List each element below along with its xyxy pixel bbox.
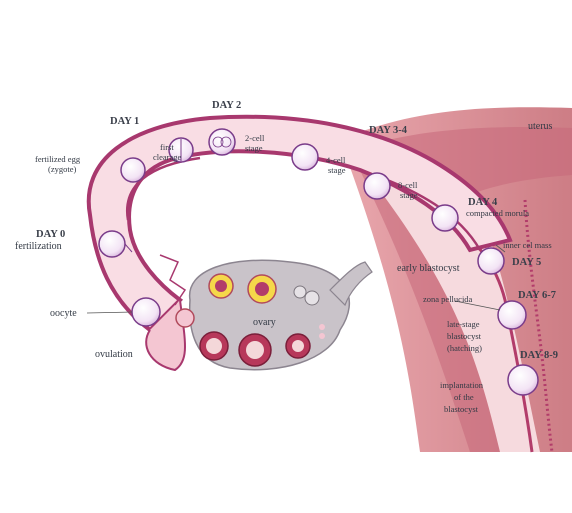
day-0-label: DAY 0 (36, 229, 65, 240)
fertilization-label: fertilization (15, 241, 62, 252)
uterus-label: uterus (528, 121, 553, 132)
cell-8-cell (363, 172, 391, 200)
day-5-label: DAY 5 (512, 257, 541, 268)
8-cell-stage-label: stage (400, 190, 418, 200)
day-8-9-label: DAY 8-9 (520, 350, 558, 361)
cell-first-cleavage (168, 137, 194, 163)
cell-4-cell (291, 143, 319, 171)
zona-pellucida-leader (454, 300, 501, 311)
follicle-gray (293, 285, 320, 306)
first-cleavage-label-1: first (160, 142, 174, 152)
2-cell-stage-label: stage (245, 143, 263, 153)
implantation-label-1: implantation (440, 380, 484, 390)
follicle-red-2 (238, 333, 272, 367)
day-3-4-label: DAY 3-4 (369, 125, 408, 136)
cell-oocyte (131, 297, 161, 327)
fallopian-tube (86, 114, 513, 372)
late-stage-label-1: late-stage (447, 319, 480, 329)
first-cleavage-label-2: clearage (153, 152, 182, 162)
zygote-label: (zygote) (48, 164, 76, 174)
inner-cell-mass-leader (495, 244, 506, 253)
cell-fertilization (98, 230, 133, 258)
compacted-morula-label: compacted morula (466, 208, 529, 218)
follicle-red-1 (199, 331, 229, 361)
implantation-label-2: of the (454, 392, 474, 402)
cell-2-cell (208, 128, 236, 156)
cell-blastocyst-day5 (477, 247, 505, 275)
zona-pellucida-label: zona pellucida (423, 294, 473, 304)
early-blastocyst-label: early blastocyst (397, 263, 460, 274)
8-cell-label: 8-cell (398, 180, 418, 190)
follicle-red-3 (285, 333, 311, 359)
late-stage-label-3: (hatching) (447, 343, 482, 353)
oocyte-leader (86, 311, 133, 314)
follicle-small (319, 324, 325, 339)
ovary-label: ovary (253, 317, 276, 328)
day-1-label: DAY 1 (110, 116, 139, 127)
day-2-label: DAY 2 (212, 100, 241, 111)
follicle-yellow-1 (208, 273, 234, 299)
oocyte-label: oocyte (50, 308, 77, 319)
cell-blastocyst-day89 (507, 364, 539, 396)
ruptured-follicle (175, 308, 195, 328)
day-6-7-label: DAY 6-7 (518, 290, 556, 301)
cell-zygote (120, 157, 146, 183)
late-stage-label-2: blastocyst (447, 331, 482, 341)
follicle-yellow-2 (247, 274, 277, 304)
cell-blastocyst-day67 (497, 300, 527, 330)
2-cell-label: 2-cell (245, 133, 265, 143)
ovulation-label: ovulation (95, 349, 133, 360)
implantation-label-3: blastocyst (444, 404, 479, 414)
day-4-label: DAY 4 (468, 197, 498, 208)
cell-morula (431, 204, 459, 232)
fertilized-egg-label: fertilized egg (35, 154, 81, 164)
inner-cell-mass-label: inner cel mass (503, 240, 552, 250)
4-cell-label: 4-cell (326, 155, 346, 165)
4-cell-stage-label: stage (328, 165, 346, 175)
